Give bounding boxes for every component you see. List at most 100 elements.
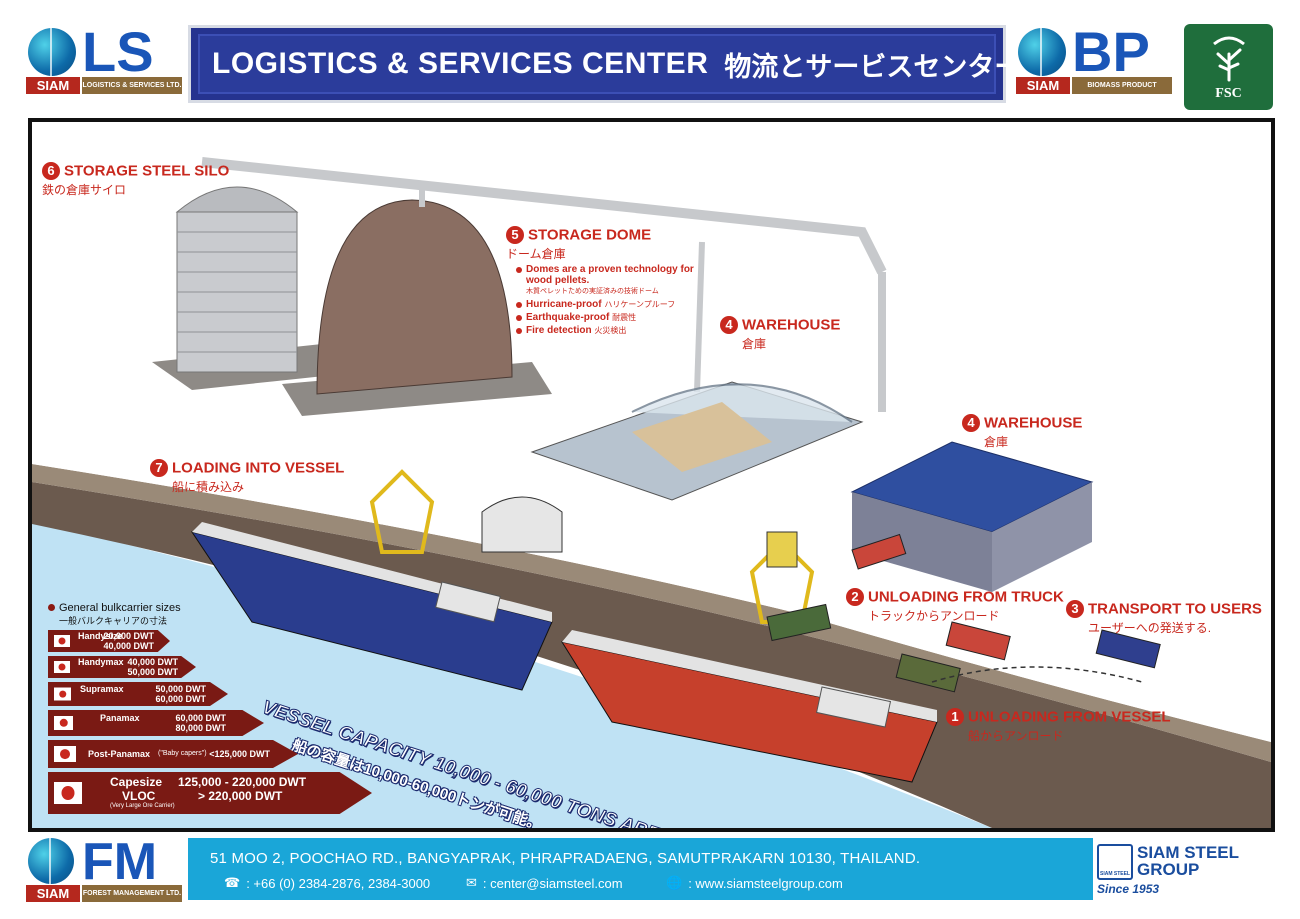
label-number: 4 [962, 414, 980, 432]
ssg-name: SIAM STEEL GROUP [1137, 844, 1239, 878]
ssg-emblem-icon: SIAM STEEL [1097, 844, 1133, 880]
logo-siam-fm: FM SIAM FOREST MANAGEMENT LTD. [26, 836, 182, 902]
mail-icon: ✉ [466, 875, 477, 890]
label-jp: トラックからアンロード [868, 609, 1000, 624]
logo-siam-text: SIAM [26, 885, 80, 902]
logo-siam-ls: LS SIAM LOGISTICS & SERVICES LTD. [26, 24, 182, 94]
label-en: LOADING INTO VESSEL [172, 459, 345, 477]
flag-icon [54, 746, 76, 762]
label-en: UNLOADING FROM TRUCK [868, 588, 1064, 606]
page-title: LOGISTICS & SERVICES CENTER [212, 47, 709, 80]
size-tag-post-panamax: Post-Panamax ("Baby capers") <125,000 DW… [48, 740, 298, 768]
logo-siam-bp: BP SIAM BIOMASS PRODUCT [1016, 24, 1172, 94]
size-name: Post-Panamax [88, 749, 151, 759]
storage-dome [316, 199, 513, 395]
email[interactable]: ✉ : center@siamsteel.com [466, 875, 623, 891]
globe-logo-icon [28, 28, 76, 76]
title-banner: LOGISTICS & SERVICES CENTER 物流とサービスセンター [188, 25, 1021, 103]
dome-features-list: Domes are a proven technology for wood p… [516, 264, 706, 338]
steel-silo [175, 186, 299, 373]
label-en: UNLOADING FROM VESSEL [968, 708, 1171, 726]
label-en: TRANSPORT TO USERS [1088, 600, 1262, 618]
label-number: 1 [946, 708, 964, 726]
label-en: WAREHOUSE [742, 316, 841, 334]
list-item-en: Hurricane-proof [526, 299, 602, 310]
size-note: (Very Large Ore Carrier) [110, 803, 175, 809]
list-item: Domes are a proven technology for wood p… [516, 264, 706, 286]
fsc-text: FSC [1215, 86, 1242, 101]
truck [895, 653, 961, 693]
ship-loader [369, 469, 435, 554]
size-tag-capesize-vloc: Capesize 125,000 - 220,000 DWT VLOC > 22… [48, 772, 372, 814]
label-en: STORAGE STEEL SILO [64, 162, 230, 180]
list-item-jp: 木質ペレットための実証済みの技術ドーム [526, 288, 659, 295]
page-title-jp: 物流とサービスセンター [724, 51, 1022, 82]
size-note: ("Baby capers") [158, 750, 207, 757]
label-jp: 船からアンロード [968, 729, 1064, 744]
ssg-since: Since 1953 [1097, 882, 1160, 896]
size-name: Panamax [100, 713, 140, 723]
list-item: Earthquake-proof 耐震性 [516, 312, 706, 323]
truck [1095, 629, 1161, 669]
website[interactable]: 🌐 : www.siamsteelgroup.com [666, 875, 843, 891]
label-jp: 倉庫 [742, 337, 767, 352]
ssg-emblem-text: SIAM STEEL [1099, 871, 1130, 877]
bulk-carrier-red [560, 630, 938, 783]
logo-letters: LS [82, 20, 154, 83]
size-name: Handymax [78, 657, 124, 667]
flag-icon [54, 782, 82, 804]
sizes-title-jp: 一般バルクキャリアの寸法 [59, 616, 168, 626]
bulkcarrier-sizes: General bulkcarrier sizes 一般バルクキャリアの寸法 H… [48, 602, 372, 818]
sizes-title: General bulkcarrier sizes [48, 602, 328, 614]
email-address[interactable]: : center@siamsteel.com [482, 875, 623, 891]
flag-icon [54, 661, 70, 673]
phone-number: : +66 (0) 2384-2876, 2384-3000 [246, 875, 431, 891]
label-number: 3 [1066, 600, 1084, 618]
logo-letters: FM [82, 833, 158, 891]
scene-drawing [32, 122, 1271, 828]
size-name: Handysize [78, 631, 123, 641]
logo-subtitle: LOGISTICS & SERVICES LTD. [82, 77, 182, 94]
truck [945, 621, 1011, 661]
label-jp: ユーザーへの発送する. [1088, 621, 1212, 636]
phone: ☎ : +66 (0) 2384-2876, 2384-3000 [224, 875, 430, 891]
label-jp: 船に積み込み [172, 480, 245, 495]
bulk-carrier-blue [190, 522, 553, 691]
shed [481, 496, 563, 553]
globe-logo-icon [1018, 28, 1066, 76]
label-number: 7 [150, 459, 168, 477]
label-jp: 鉄の倉庫サイロ [42, 183, 127, 198]
list-item: Hurricane-proof ハリケーンプルーフ [516, 299, 706, 310]
size-name: VLOC [122, 789, 156, 803]
flag-icon [54, 716, 73, 730]
globe-icon: 🌐 [666, 875, 683, 890]
truck [851, 533, 907, 570]
website-url[interactable]: : www.siamsteelgroup.com [688, 875, 843, 891]
phone-icon: ☎ [224, 875, 241, 890]
label-number: 6 [42, 162, 60, 180]
fsc-tree-icon [1213, 36, 1245, 82]
address: 51 MOO 2, POOCHAO RD., BANGYAPRAK, PHRAP… [210, 850, 921, 867]
logo-letters: BP [1072, 20, 1150, 83]
size-name: Capesize [110, 775, 163, 789]
label-jp: 倉庫 [984, 435, 1009, 450]
logo-subtitle: BIOMASS PRODUCT [1072, 77, 1172, 94]
logo-subtitle: FOREST MANAGEMENT LTD. [82, 885, 182, 902]
size-value: <125,000 DWT [209, 749, 270, 759]
label-jp: ドーム倉庫 [506, 247, 566, 262]
logo-siam-text: SIAM [26, 77, 80, 94]
label-en: WAREHOUSE [984, 414, 1083, 432]
truck [766, 603, 832, 642]
